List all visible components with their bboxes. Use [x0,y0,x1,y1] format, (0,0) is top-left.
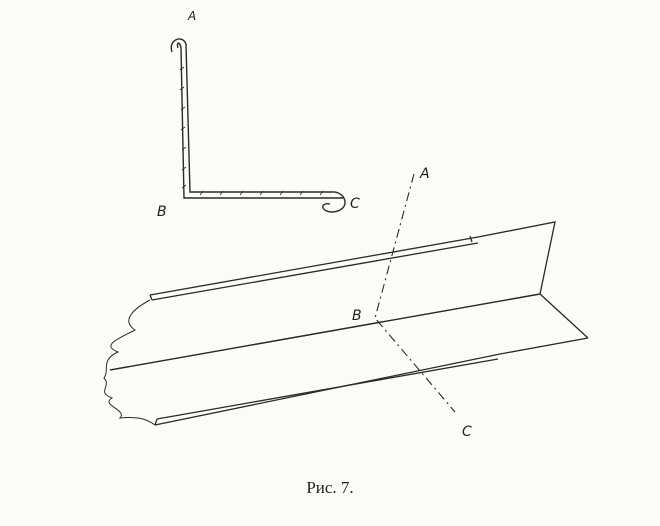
profile-label-top: A [187,9,196,23]
strip-perspective-view [103,173,589,426]
section-label-corner: B [352,308,362,324]
profile-cross-section [170,38,346,213]
profile-label-end: C [350,196,360,212]
profile-label-corner: B [157,204,167,220]
section-label-top: A [419,166,430,182]
figure-caption: Рис. 7. [306,478,354,497]
section-label-end: C [462,424,472,440]
